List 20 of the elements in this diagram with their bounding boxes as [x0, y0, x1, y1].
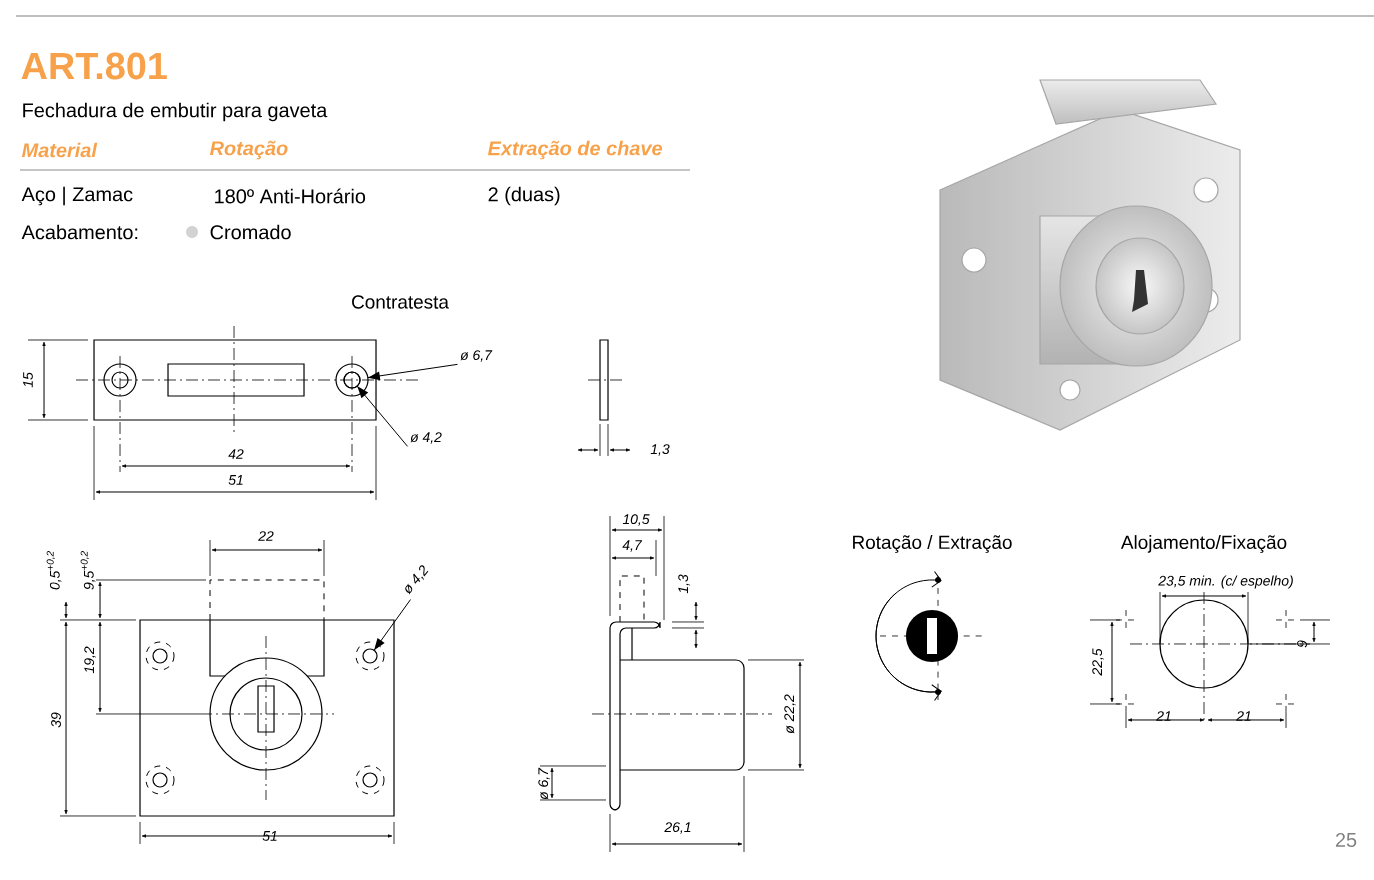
leader-line — [367, 363, 458, 381]
leader-line — [373, 599, 412, 651]
table-cell: Aço | Zamac — [21, 186, 133, 206]
title: ART.801 — [21, 52, 167, 80]
table-cell: 2 (duas) — [488, 186, 560, 206]
hole — [343, 371, 361, 389]
view-title: Contratesta — [352, 295, 449, 309]
finish-label: Cromado — [210, 224, 291, 240]
subtitle: Fechadura de embutir para gaveta — [23, 102, 328, 122]
finish-label: Acabamento: — [21, 224, 138, 240]
view-title: Rotação / Extração — [853, 535, 1012, 553]
table-header: Rotação — [209, 140, 288, 160]
hole — [362, 648, 378, 664]
view-title: Alojamento/Fixação — [1120, 535, 1287, 553]
hole — [335, 363, 369, 397]
table-header: Extração de chave — [487, 140, 663, 160]
table-cell: 180º Anti-Horário — [215, 188, 366, 204]
page-number: 25 — [1335, 832, 1357, 848]
table-header: Material — [21, 142, 98, 158]
leader-line — [356, 385, 408, 447]
